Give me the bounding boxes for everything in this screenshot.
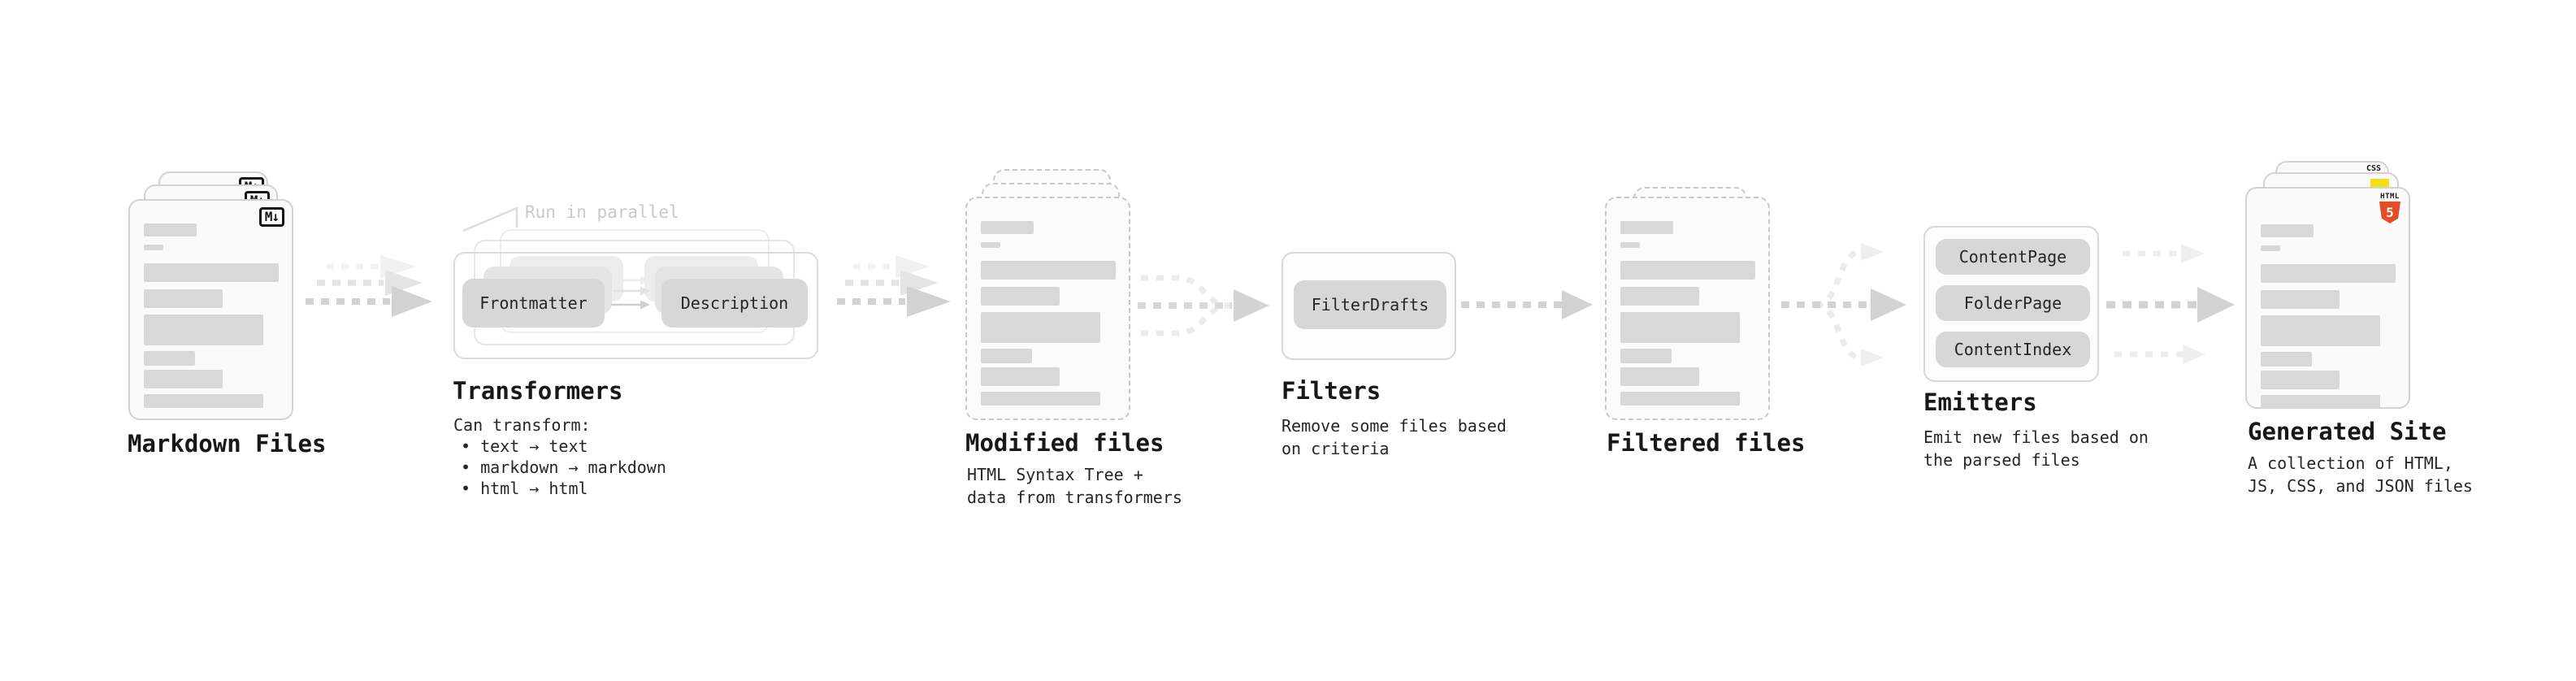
transform-bullet: • text → text: [461, 436, 588, 456]
skeleton-line: [2261, 352, 2312, 367]
markdown-doc-card: M↓: [128, 199, 293, 420]
doc-skeleton: [967, 198, 1129, 406]
html-file-card: HTML 5: [2245, 187, 2410, 409]
generated-site-stack: CSS HTML 5: [2245, 161, 2413, 410]
skeleton-line: [2261, 264, 2396, 283]
skeleton-line: [2261, 245, 2280, 251]
markdown-icon: M↓: [258, 207, 284, 227]
files-flow-arrow-icon: [306, 255, 432, 317]
skeleton-line: [1620, 287, 1699, 306]
skeleton-line: [981, 242, 1000, 248]
generated-site-label: Generated Site: [2248, 418, 2447, 445]
skeleton-line: [1620, 349, 1672, 363]
converge-arrow-icon: [1138, 275, 1269, 336]
skeleton-line: [144, 289, 223, 308]
filters-card: FilterDrafts: [1281, 252, 1456, 360]
emitters-description: Emit new files based on the parsed files: [1923, 427, 2149, 470]
skeleton-line: [981, 287, 1060, 306]
skeleton-line: [2261, 224, 2314, 237]
contentpage-pill: ContentPage: [1936, 239, 2090, 275]
modified-files-description: HTML Syntax Tree + data from transformer…: [967, 465, 1182, 507]
skeleton-line: [144, 245, 163, 250]
transformers-title: Transformers: [453, 377, 623, 405]
filters-title: Filters: [1281, 377, 1381, 405]
single-flow-arrow-icon: [1461, 290, 1593, 319]
modified-files-stack: [965, 169, 1133, 420]
skeleton-line: [144, 394, 263, 408]
skeleton-line: [981, 312, 1100, 343]
description-pill: Description: [661, 279, 808, 327]
doc-skeleton: [130, 201, 292, 408]
skeleton-line: [1620, 312, 1740, 343]
skeleton-line: [981, 392, 1100, 406]
filters-description: Remove some files based on criteria: [1281, 416, 1507, 458]
generated-site-description: A collection of HTML, JS, CSS, and JSON …: [2248, 453, 2473, 496]
transformer-frame: [453, 252, 818, 359]
skeleton-line: [1620, 221, 1673, 234]
skeleton-line: [981, 261, 1116, 280]
transformers-stack: Frontmatter Description: [453, 229, 818, 359]
skeleton-line: [144, 263, 279, 282]
doc-skeleton: [2247, 189, 2409, 409]
skeleton-line: [144, 223, 197, 236]
markdown-files-stack: M↓ M↓ M↓: [128, 171, 296, 420]
skeleton-line: [2261, 315, 2380, 346]
emitters-title: Emitters: [1923, 388, 2037, 416]
filtered-files-stack: [1605, 187, 1772, 422]
transform-bullet: • html → html: [461, 479, 588, 498]
modified-doc-card: [965, 197, 1130, 420]
html5-shield: 5: [2379, 202, 2400, 223]
run-in-parallel-note: Run in parallel: [525, 202, 679, 222]
skeleton-line: [981, 349, 1032, 363]
skeleton-line: [2261, 290, 2340, 309]
skeleton-line: [1620, 242, 1640, 248]
skeleton-line: [144, 351, 195, 366]
skeleton-line: [1620, 367, 1699, 386]
skeleton-line: [144, 370, 223, 388]
js-badge-icon: [2370, 179, 2389, 188]
transformers-subtitle: Can transform:: [453, 415, 591, 435]
skeleton-line: [1620, 261, 1755, 280]
skeleton-line: [981, 367, 1060, 386]
fanout-arrow-icon: [1781, 243, 1906, 367]
modified-files-label: Modified files: [965, 429, 1164, 457]
skeleton-line: [2261, 395, 2380, 409]
html5-five: 5: [2386, 204, 2394, 220]
filtered-files-label: Filtered files: [1607, 429, 1806, 457]
skeleton-line: [144, 314, 263, 345]
filtered-doc-card: [1605, 197, 1770, 420]
transform-arrow-icon: [613, 275, 650, 285]
html5-icon: HTML 5: [2379, 193, 2401, 223]
emitters-card: ContentPage FolderPage ContentIndex: [1923, 226, 2099, 382]
transform-bullet: • markdown → markdown: [461, 458, 666, 477]
folderpage-pill: FolderPage: [1936, 285, 2090, 321]
frontmatter-pill: Frontmatter: [462, 279, 605, 327]
filterdrafts-pill: FilterDrafts: [1294, 280, 1446, 329]
html5-word: HTML: [2380, 193, 2400, 201]
contentindex-pill: ContentIndex: [1936, 332, 2090, 367]
triple-flow-arrow-icon: [2106, 244, 2235, 364]
transform-arrow-icon: [613, 286, 650, 296]
doc-skeleton: [1607, 198, 1768, 406]
parallel-note-leader-line: [462, 206, 518, 232]
transform-arrow-icon: [611, 300, 650, 310]
markdown-files-label: Markdown Files: [128, 430, 327, 458]
skeleton-line: [981, 221, 1034, 234]
skeleton-line: [2261, 371, 2340, 389]
skeleton-line: [1620, 392, 1740, 406]
transformers-description: Can transform: • text → text • markdown …: [453, 414, 666, 499]
files-flow-arrow-icon: [837, 255, 951, 317]
